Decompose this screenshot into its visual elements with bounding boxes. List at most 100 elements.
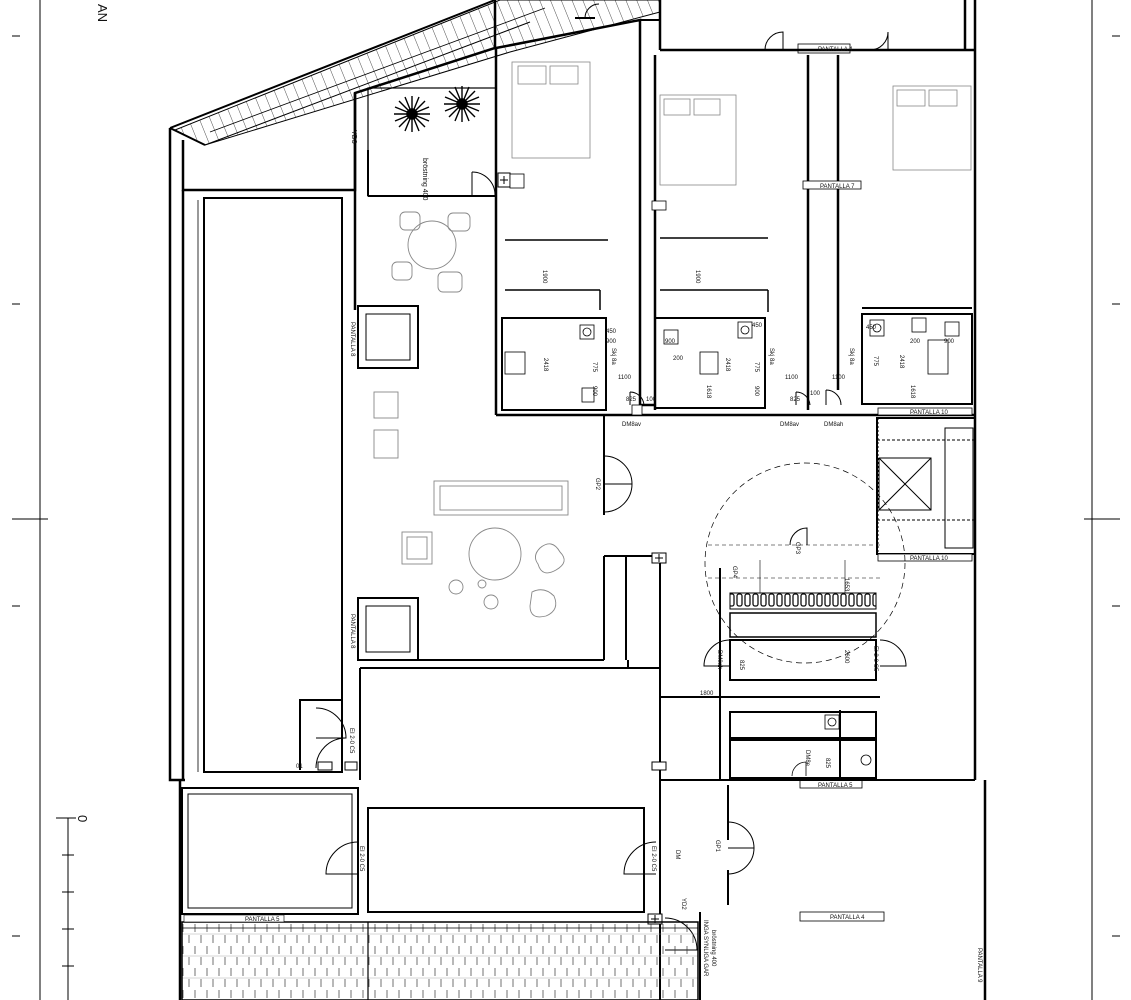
living-doors	[603, 455, 667, 564]
dim-100-a: 100	[646, 397, 657, 403]
dim-100-b: 100	[810, 391, 821, 397]
door-dm8av-2: DM8av	[780, 422, 799, 428]
dim-200-b: 200	[910, 339, 921, 345]
skj-label-2: Skj 8a	[768, 348, 774, 365]
dim-900-c: 900	[944, 339, 955, 345]
bath-dimensions: 450 900 450 900 200 450 200 900 1100 110…	[606, 323, 955, 403]
dim-2418-b: 2418	[724, 358, 730, 372]
panel-5-left-label: PANTALLA 5	[245, 917, 280, 923]
dim-775-c: 775	[872, 356, 878, 367]
outer-walls	[168, 0, 987, 1000]
dim-450-b: 450	[752, 323, 763, 329]
dim-775-a: 775	[591, 362, 597, 373]
panel-5-mid-label: PANTALLA 5	[818, 783, 853, 789]
ei-label-2: EI 2-0 C5	[348, 728, 354, 754]
door-dm8ah-2: DM8ah	[716, 650, 722, 669]
hall-doors	[703, 639, 907, 667]
bed-furniture	[511, 61, 972, 186]
small-plugs	[509, 173, 667, 416]
drawing-title-fragment: AN	[95, 4, 110, 22]
dim-450-a: 450	[606, 329, 617, 335]
palm-plant-icon	[444, 86, 480, 122]
wardrobe-lines	[505, 237, 769, 312]
panel-5-mid: PANTALLA 5	[799, 779, 863, 789]
door-gp4: GP4	[731, 566, 737, 579]
door-dm8av-1: DM8av	[622, 422, 641, 428]
dim-825-d: 825	[824, 758, 830, 769]
sheet-frame	[12, 0, 1120, 1000]
wc-fixtures	[791, 714, 872, 777]
panel-10-lower: PANTALLA 10	[877, 553, 973, 562]
structural-pillars	[357, 305, 419, 661]
dim-1100-a: 1100	[618, 375, 632, 381]
interior-walls-mid	[359, 415, 880, 1000]
living-room-furniture	[373, 211, 569, 618]
dim-450-c: 450	[866, 325, 877, 331]
skj-label-1: Skj 8a	[610, 348, 616, 365]
ei-label-4: EI 2-0 C5	[650, 846, 656, 872]
dim-1800: 1800	[700, 691, 714, 697]
brostning-note-top: bröstning 400	[421, 158, 428, 201]
dim-900-b: 900	[665, 339, 676, 345]
door-yd2: YD2	[680, 898, 686, 910]
dim-1100-c: 1100	[832, 375, 846, 381]
ei-label-3: EI 2-0 C5	[358, 846, 364, 872]
dim-900-a: 900	[606, 339, 617, 345]
panel-10-upper-label: PANTALLA 10	[910, 410, 948, 416]
panel-8-upper: PANTALLA 8	[349, 322, 355, 357]
panel-10-upper: PANTALLA 10	[877, 407, 973, 416]
dim-900-e: 900	[753, 386, 759, 397]
dim-1618-b: 1618	[909, 385, 915, 399]
balcony-door	[471, 171, 511, 196]
dim-825-b: 825	[790, 397, 801, 403]
wc-room	[729, 710, 877, 779]
dim-2418-c: 2418	[898, 355, 904, 369]
skj-label-3: Skj 8a	[848, 348, 854, 365]
ei-label-1: EI 2-0 C5	[872, 646, 878, 672]
stair	[876, 417, 976, 555]
dim-1618-a: 1618	[705, 385, 711, 399]
door-dm8ah: DM8ah	[824, 422, 843, 428]
dim-2600: 2600	[843, 650, 849, 664]
panel-4-top: PANTALLA 4	[818, 47, 853, 53]
dim-2418-a: 2418	[542, 358, 548, 372]
palm-plant-icon	[394, 96, 430, 132]
door-gp3: GP3	[794, 542, 800, 555]
scale-bar	[56, 817, 76, 1000]
door-dm8e: DM8e	[804, 750, 810, 767]
dim-1900-a: 1900	[541, 270, 547, 284]
door-swings-upper	[629, 31, 889, 406]
scale-zero-label: 0	[75, 815, 90, 822]
dim-825-a: 825	[626, 397, 637, 403]
lower-rooms	[181, 779, 975, 1000]
dim-1900-b: 1900	[694, 270, 700, 284]
turning-circle	[704, 462, 906, 681]
bath-fixtures	[504, 317, 960, 403]
panel-7: PANTALLA 7	[802, 180, 862, 190]
yd3-label: YD3	[350, 130, 357, 144]
door-dm: DM	[674, 850, 680, 859]
panel-4-bottom-label: PANTALLA 4	[830, 915, 865, 921]
dim-775-b: 775	[753, 362, 759, 373]
panel-10-lower-label: PANTALLA 10	[910, 556, 948, 562]
lower-left-doors	[315, 707, 667, 771]
panel-5-left: PANTALLA 5	[183, 914, 285, 923]
panel-9: PANTALLA 9	[976, 948, 982, 983]
panel-4-bottom: PANTALLA 4	[799, 911, 885, 922]
brostning-note-bottom: bröstning 400	[710, 930, 716, 967]
dim-1653: 1653	[843, 578, 849, 592]
door-gp1: GP1	[714, 840, 720, 853]
garage-note: INGA SYNLIGA GAR	[702, 920, 708, 977]
dim-1100-b: 1100	[785, 375, 799, 381]
door-gp2: GP2	[594, 478, 600, 491]
panel-8-lower: PANTALLA 8	[349, 614, 355, 649]
dim-200-a: 200	[673, 356, 684, 362]
left-light-well	[197, 197, 343, 773]
panel-7-label: PANTALLA 7	[820, 184, 855, 190]
bathroom-walls	[501, 307, 973, 411]
dim-825-c: 825	[738, 660, 744, 671]
parking-hatch	[181, 921, 699, 1000]
dim-900-d: 900	[591, 386, 597, 397]
dim-01: 01	[296, 764, 303, 770]
